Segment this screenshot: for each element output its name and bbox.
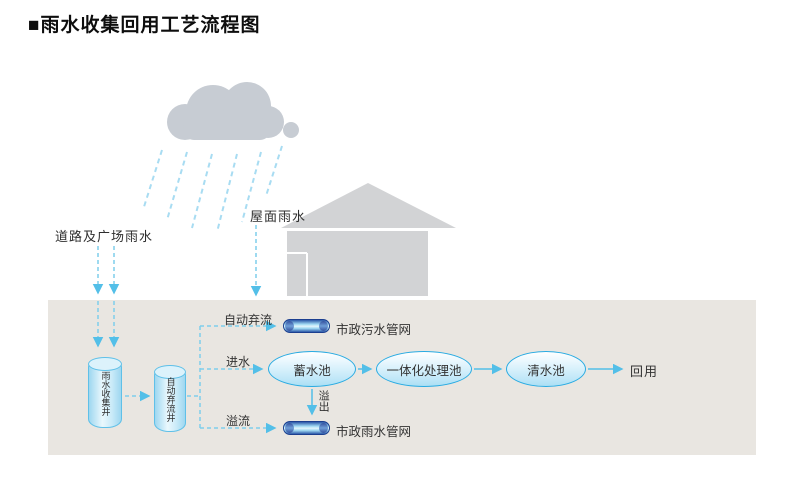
well-auto-discard: 自动弃流井 — [154, 365, 186, 432]
page-title: ■雨水收集回用工艺流程图 — [28, 10, 261, 37]
house-icon — [281, 183, 456, 296]
well-auto-discard-label: 自动弃流井 — [165, 376, 176, 422]
label-auto-discard: 自动弃流 — [224, 313, 273, 327]
label-reuse: 回用 — [630, 364, 659, 379]
label-sewage-network: 市政污水管网 — [336, 323, 412, 337]
label-rain-network: 市政雨水管网 — [336, 425, 412, 439]
well-rain-collection: 雨水收集井 — [88, 357, 122, 428]
label-overflow-down: 溢出 — [317, 390, 330, 412]
source-label-roof: 屋面雨水 — [250, 209, 307, 224]
title-text: 雨水收集回用工艺流程图 — [40, 15, 261, 36]
label-overflow-branch: 溢流 — [226, 414, 251, 428]
pipe-rainwater-icon — [283, 421, 330, 435]
source-label-road: 道路及广场雨水 — [55, 229, 154, 244]
well-rain-collection-label: 雨水收集井 — [100, 370, 111, 416]
tank-treatment: 一体化处理池 — [376, 351, 472, 387]
cloud-icon — [167, 82, 299, 140]
tank-clean: 清水池 — [506, 351, 586, 387]
tank-storage: 蓄水池 — [268, 351, 356, 387]
pipe-sewage-icon — [283, 319, 330, 333]
label-inlet: 进水 — [226, 355, 251, 369]
title-bullet-icon: ■ — [28, 15, 41, 36]
